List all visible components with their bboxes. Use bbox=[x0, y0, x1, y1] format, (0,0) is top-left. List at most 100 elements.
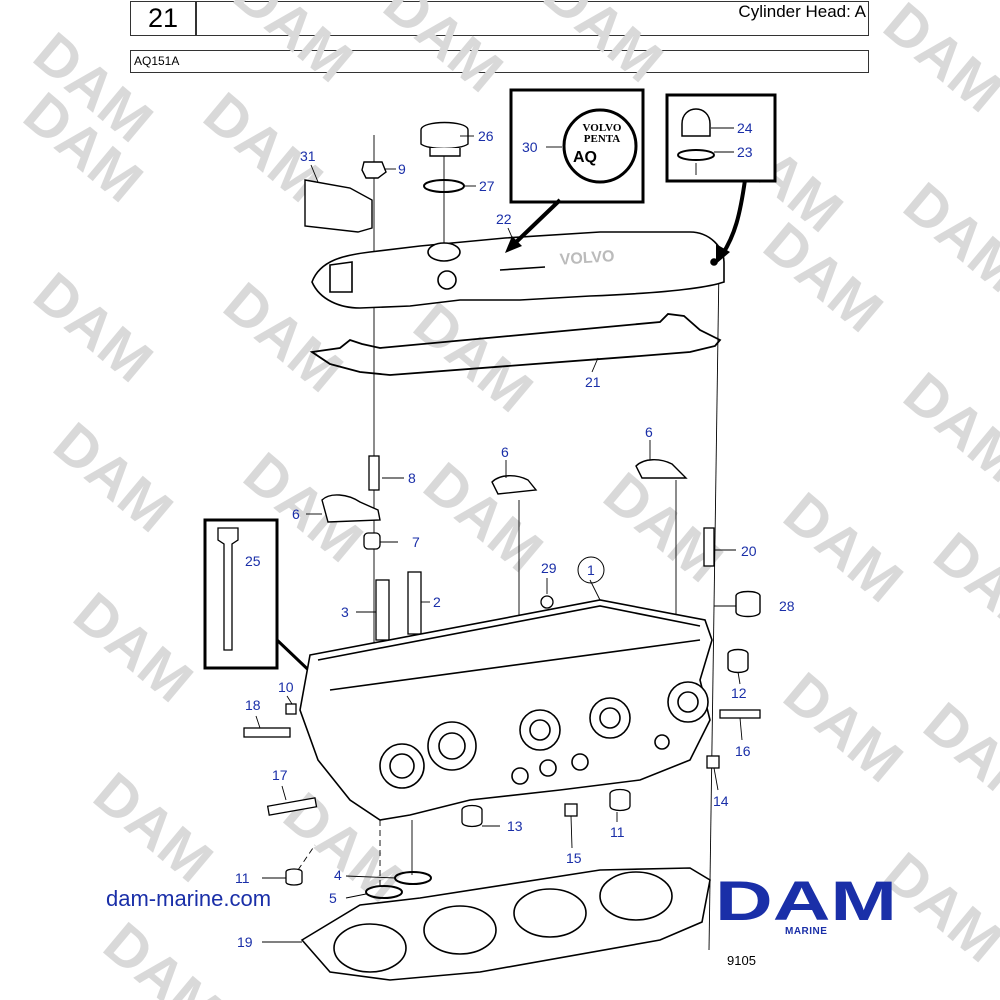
callout-28: 28 bbox=[779, 598, 795, 614]
callout-21: 21 bbox=[585, 374, 601, 390]
callout-5: 5 bbox=[329, 890, 337, 906]
watermark-text: DAM bbox=[772, 480, 915, 615]
stud bbox=[719, 709, 761, 719]
callout-18: 18 bbox=[245, 697, 261, 713]
sleeve bbox=[363, 532, 381, 550]
svg-text:VOLVO: VOLVO bbox=[559, 248, 615, 269]
callout-3: 3 bbox=[341, 604, 349, 620]
callout-12: 12 bbox=[731, 685, 747, 701]
stud bbox=[243, 727, 291, 738]
model-code: AQ151A bbox=[134, 54, 180, 68]
guide-tube bbox=[407, 571, 422, 635]
website-link[interactable]: dam-marine.com bbox=[106, 886, 272, 911]
callout-29: 29 bbox=[541, 560, 557, 576]
callout-11: 11 bbox=[610, 824, 625, 840]
plug bbox=[540, 595, 554, 609]
nut bbox=[361, 161, 387, 179]
stud bbox=[266, 797, 318, 816]
oil-filler-cap bbox=[420, 121, 469, 157]
callout-25: 25 bbox=[245, 553, 261, 569]
brand-subtitle: MARINE bbox=[785, 926, 828, 937]
watermark-text: DAM bbox=[82, 760, 225, 895]
acorn-nut bbox=[681, 108, 711, 137]
watermark-text: DAM bbox=[532, 0, 675, 95]
callout-6: 6 bbox=[645, 424, 653, 440]
watermark-text: DAM bbox=[42, 410, 185, 545]
header-model-box bbox=[130, 50, 869, 73]
callout-23: 23 bbox=[737, 144, 753, 160]
page-number: 21 bbox=[147, 3, 179, 33]
watermark-layer: DAM DAM DAM DAM DAM DAM DAM DAM DAM DAM … bbox=[12, 0, 1000, 1000]
volvo-penta-logo bbox=[562, 108, 638, 184]
plug bbox=[285, 703, 297, 715]
callout-27: 27 bbox=[479, 178, 495, 194]
page-title: Cylinder Head: A bbox=[738, 2, 866, 21]
cover-gasket bbox=[309, 313, 722, 376]
drawing-number: 9105 bbox=[727, 953, 756, 968]
callout-labels: 31 9 26 27 22 30 24 23 21 8 6 6 6 7 25 2… bbox=[235, 120, 795, 950]
callout-2: 2 bbox=[433, 594, 441, 610]
callout-26: 26 bbox=[478, 128, 494, 144]
logo-text-penta: PENTA bbox=[584, 133, 621, 145]
callout-22: 22 bbox=[496, 211, 512, 227]
callout-9: 9 bbox=[398, 161, 406, 177]
cup-plug bbox=[285, 868, 303, 886]
header-number-box bbox=[130, 1, 196, 36]
cup-plug bbox=[461, 804, 483, 828]
watermark-text: DAM bbox=[412, 450, 555, 585]
stud bbox=[703, 527, 715, 567]
bearing-cap bbox=[635, 459, 688, 479]
header-title-box bbox=[196, 1, 869, 36]
bracket bbox=[304, 179, 373, 233]
cylinder-head-bolt bbox=[217, 527, 239, 651]
callout-6: 6 bbox=[292, 506, 300, 522]
inset-acorn-nut-box bbox=[665, 93, 777, 183]
callout-17: 17 bbox=[272, 767, 288, 783]
cup-plug bbox=[727, 648, 749, 674]
dam-marine-logo: DAM bbox=[715, 872, 897, 924]
plug bbox=[706, 755, 720, 769]
head-gasket bbox=[300, 867, 711, 981]
callout-6: 6 bbox=[501, 444, 509, 460]
watermark-text: DAM bbox=[22, 260, 165, 395]
cylinder-head bbox=[299, 599, 713, 821]
bearing-cap bbox=[321, 494, 381, 523]
callout-4: 4 bbox=[334, 867, 342, 883]
callout-11: 11 bbox=[235, 870, 250, 886]
callout-8: 8 bbox=[408, 470, 416, 486]
callout-15: 15 bbox=[566, 850, 582, 866]
watermark-text: DAM bbox=[922, 520, 1000, 655]
stud bbox=[368, 455, 380, 491]
callout-14: 14 bbox=[713, 793, 729, 809]
watermark-text: DAM bbox=[222, 0, 365, 95]
cup-plug bbox=[609, 788, 631, 812]
rocker-cover: VOLVO bbox=[311, 231, 725, 309]
watermark-text: DAM bbox=[372, 0, 515, 105]
callout-31: 31 bbox=[300, 148, 316, 164]
brand-text: DAM bbox=[715, 872, 897, 924]
callout-10: 10 bbox=[278, 679, 294, 695]
washer bbox=[677, 149, 715, 161]
cup-plug bbox=[735, 590, 761, 618]
callout-1: 1 bbox=[587, 562, 595, 578]
plug bbox=[564, 803, 578, 817]
callout-24: 24 bbox=[737, 120, 753, 136]
logo-text-aq: AQ bbox=[573, 149, 597, 166]
watermark-text: DAM bbox=[892, 360, 1000, 495]
watermark-text: DAM bbox=[92, 910, 235, 1000]
callout-16: 16 bbox=[735, 743, 751, 759]
watermark-text: DAM bbox=[62, 580, 205, 715]
callout-circle bbox=[577, 556, 605, 584]
watermark-text: DAM bbox=[892, 170, 1000, 305]
callout-19: 19 bbox=[237, 934, 253, 950]
watermark-text: DAM bbox=[772, 660, 915, 795]
callout-13: 13 bbox=[507, 818, 523, 834]
watermark-text: DAM bbox=[402, 290, 545, 425]
guide-tube bbox=[375, 579, 390, 641]
logo-text-volvo: VOLVO bbox=[583, 122, 622, 134]
watermark-text: DAM bbox=[912, 690, 1000, 825]
seal-ring bbox=[365, 885, 403, 899]
bearing-cap bbox=[491, 475, 538, 495]
callout-30: 30 bbox=[522, 139, 538, 155]
